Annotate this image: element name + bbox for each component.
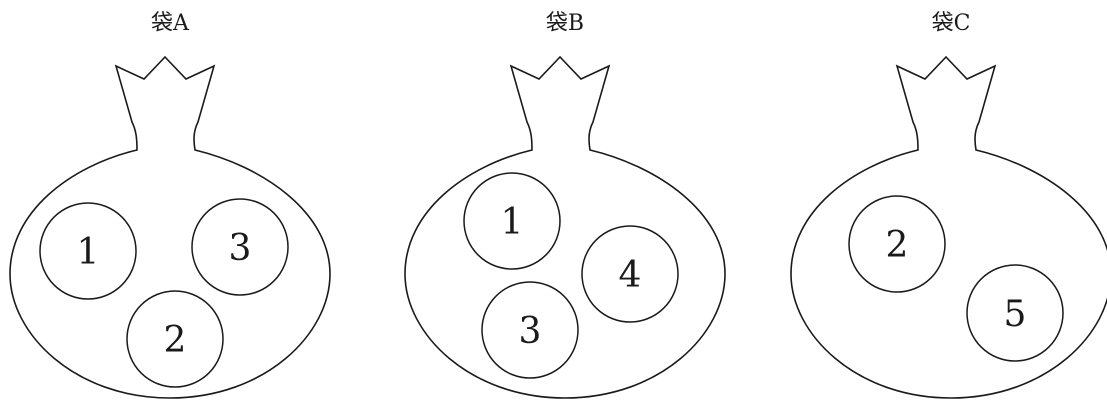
ball: 5	[967, 265, 1063, 361]
bag-a: 袋A 1 3 2	[10, 11, 330, 398]
ball: 1	[464, 173, 560, 269]
ball: 3	[482, 282, 578, 378]
bag-a-label: 袋A	[151, 11, 190, 36]
bag-c: 袋C 2 5	[791, 11, 1107, 398]
ball: 2	[127, 291, 223, 387]
ball: 2	[849, 196, 945, 292]
bag-c-label: 袋C	[932, 11, 971, 36]
ball-number: 1	[501, 202, 524, 243]
bag-c-outline	[791, 57, 1107, 398]
ball-number: 3	[519, 311, 542, 352]
bag-b: 袋B 1 4 3	[405, 11, 725, 398]
ball: 1	[40, 203, 136, 299]
ball-number: 2	[164, 320, 187, 361]
bag-b-label: 袋B	[546, 11, 584, 36]
ball-number: 4	[619, 255, 642, 296]
ball-number: 3	[229, 228, 252, 269]
ball-number: 1	[77, 232, 100, 273]
ball-number: 2	[886, 225, 909, 266]
ball: 3	[192, 199, 288, 295]
ball: 4	[582, 226, 678, 322]
ball-number: 5	[1004, 294, 1027, 335]
